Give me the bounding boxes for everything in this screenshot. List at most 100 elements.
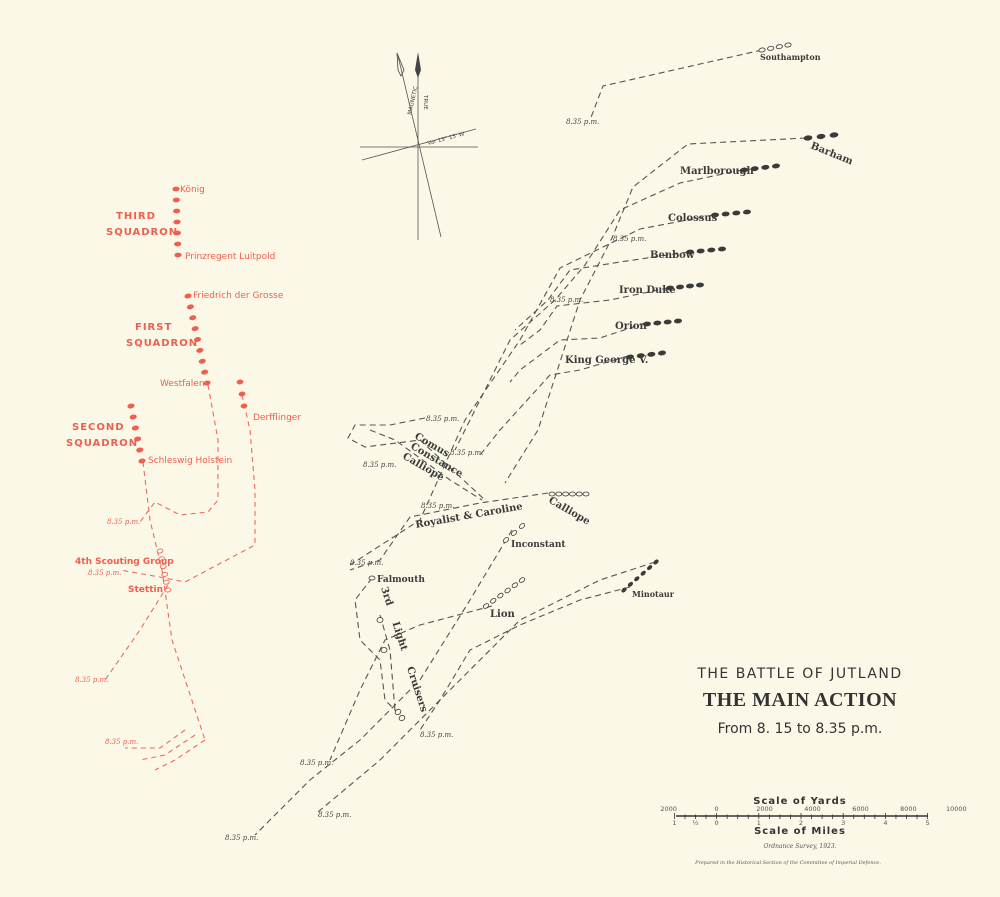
german-ship-marker bbox=[159, 564, 167, 570]
label-falmouth: Falmouth bbox=[377, 575, 425, 585]
german-ship-marker bbox=[173, 219, 181, 225]
british-ship-marker bbox=[829, 132, 839, 138]
label-westfalen: Westfalen bbox=[160, 379, 205, 389]
british-ship-marker bbox=[775, 44, 783, 50]
label-colossus: Colossus bbox=[668, 213, 718, 224]
label-second-squadron-1: SECOND bbox=[72, 422, 125, 433]
british-labels: Southampton Barham Marlborough Colossus … bbox=[377, 52, 855, 714]
british-ship-marker bbox=[518, 577, 526, 583]
label-calliope-2: Calliope bbox=[547, 495, 592, 527]
british-ship-marker bbox=[643, 321, 651, 327]
german-ship-marker bbox=[134, 436, 142, 442]
german-ship-marker bbox=[131, 425, 139, 431]
british-ship-marker bbox=[368, 575, 376, 581]
british-ship-marker bbox=[394, 708, 402, 716]
british-ship-marker bbox=[490, 598, 497, 604]
british-ship-marker bbox=[732, 210, 741, 216]
british-ship-marker bbox=[380, 647, 388, 653]
label-second-squadron-2: SQUADRON bbox=[66, 438, 138, 449]
label-orion: Orion bbox=[615, 321, 647, 332]
german-ship-marker bbox=[236, 379, 244, 385]
label-konig: König bbox=[180, 185, 205, 195]
german-ship-marker bbox=[127, 403, 135, 409]
time-label: 8.35 p.m. bbox=[566, 118, 599, 126]
british-ship-marker bbox=[758, 47, 766, 53]
time-label: 8.35 p.m. bbox=[613, 235, 646, 243]
british-ship-marker bbox=[640, 570, 646, 576]
time-label-german: 8.35 p.m. bbox=[88, 569, 121, 577]
british-ship-marker bbox=[548, 491, 556, 497]
british-ship-marker bbox=[398, 714, 406, 722]
british-ship-marker bbox=[555, 491, 563, 497]
british-ship-marker bbox=[676, 284, 684, 290]
scale-miles-title: Scale of Miles bbox=[754, 826, 846, 837]
label-marlborough: Marlborough bbox=[680, 166, 754, 177]
scale-miles-tick-label: 0 bbox=[715, 819, 719, 827]
scale-yards-tick-label: 10000 bbox=[946, 805, 967, 813]
british-ship-marker bbox=[376, 617, 384, 623]
british-ship-marker bbox=[497, 592, 504, 599]
british-ship-marker bbox=[740, 167, 748, 173]
label-minotaur: Minotaur bbox=[632, 589, 675, 599]
german-tracks bbox=[104, 384, 256, 771]
title-line-2: THE MAIN ACTION bbox=[703, 689, 897, 711]
german-ship-marker bbox=[238, 391, 246, 397]
scale-miles-tick-label: 4 bbox=[883, 819, 887, 827]
credit-prepared: Prepared in the Historical Section of th… bbox=[694, 860, 881, 866]
scale-yards-tick-label: 0 bbox=[715, 805, 719, 813]
british-ship-marker bbox=[696, 248, 705, 254]
british-ship-marker bbox=[721, 211, 730, 217]
label-first-squadron-2: SQUADRON bbox=[126, 338, 198, 349]
german-ship-marker bbox=[138, 458, 146, 464]
label-prinzregent-luitpold: Prinzregent Luitpold bbox=[185, 252, 275, 262]
time-label-german: 8.35 p.m. bbox=[75, 676, 108, 684]
british-ship-marker bbox=[634, 576, 640, 582]
label-third-squadron-1: THIRD bbox=[116, 211, 156, 222]
german-ship-marker bbox=[186, 304, 194, 310]
scale-yards-tick-label: 8000 bbox=[900, 805, 917, 813]
scale-miles-tick-label: 2 bbox=[799, 819, 803, 827]
british-ship-marker bbox=[718, 246, 726, 252]
time-label: 8.35 p.m. bbox=[350, 559, 383, 567]
british-ship-marker bbox=[626, 354, 634, 360]
label-friedrich-der-grosse: Friedrich der Grosse bbox=[193, 291, 284, 301]
british-ship-marker bbox=[653, 320, 662, 326]
british-ship-marker bbox=[482, 603, 490, 609]
label-4th-scouting-group: 4th Scouting Group bbox=[75, 557, 174, 567]
time-label: 8.35 p.m. bbox=[550, 296, 583, 304]
label-iron-duke: Iron Duke bbox=[619, 285, 676, 296]
label-king-george-v: King George V. bbox=[565, 355, 648, 366]
map-title: THE BATTLE OF JUTLAND THE MAIN ACTION Fr… bbox=[696, 666, 902, 737]
british-ship-marker bbox=[707, 247, 716, 253]
british-ship-marker bbox=[569, 491, 576, 497]
time-label: 8.35 p.m. bbox=[450, 449, 483, 457]
label-southampton: Southampton bbox=[760, 52, 821, 62]
time-markers: 8.35 p.m. 8.35 p.m. 8.35 p.m. 8.35 p.m. … bbox=[75, 118, 646, 842]
title-line-1: THE BATTLE OF JUTLAND bbox=[696, 666, 902, 682]
german-ship-marker bbox=[173, 208, 181, 214]
time-label: 8.35 p.m. bbox=[300, 759, 333, 767]
german-ship-marker bbox=[136, 447, 144, 453]
german-ship-marker bbox=[163, 579, 170, 585]
scale-miles-tick-label: 3 bbox=[841, 819, 845, 827]
time-label: 8.35 p.m. bbox=[318, 811, 351, 819]
label-benbow: Benbow bbox=[650, 250, 695, 261]
title-line-3: From 8. 15 to 8.35 p.m. bbox=[718, 721, 883, 737]
british-ship-marker bbox=[575, 491, 583, 497]
scale-yards-tick-label: 6000 bbox=[852, 805, 869, 813]
scale-yards-title: Scale of Yards bbox=[753, 796, 846, 807]
british-ship-marker bbox=[761, 164, 770, 170]
credit-survey: Ordnance Survey, 1923. bbox=[763, 843, 836, 850]
scale-miles-tick-label: 5 bbox=[926, 819, 930, 827]
british-ship-marker bbox=[510, 530, 518, 536]
german-labels: König THIRD SQUADRON Prinzregent Luitpol… bbox=[66, 185, 301, 595]
british-ship-marker bbox=[767, 45, 775, 51]
scale-miles-tick-label: 1 bbox=[672, 819, 676, 827]
german-ship-marker bbox=[174, 252, 182, 258]
magnetic-north-arrow-icon bbox=[396, 52, 405, 77]
british-ship-marker bbox=[562, 491, 569, 497]
label-inconstant: Inconstant bbox=[511, 540, 566, 550]
british-ship-marker bbox=[686, 283, 694, 289]
ship-markers bbox=[127, 42, 839, 722]
british-ship-marker bbox=[647, 351, 656, 357]
